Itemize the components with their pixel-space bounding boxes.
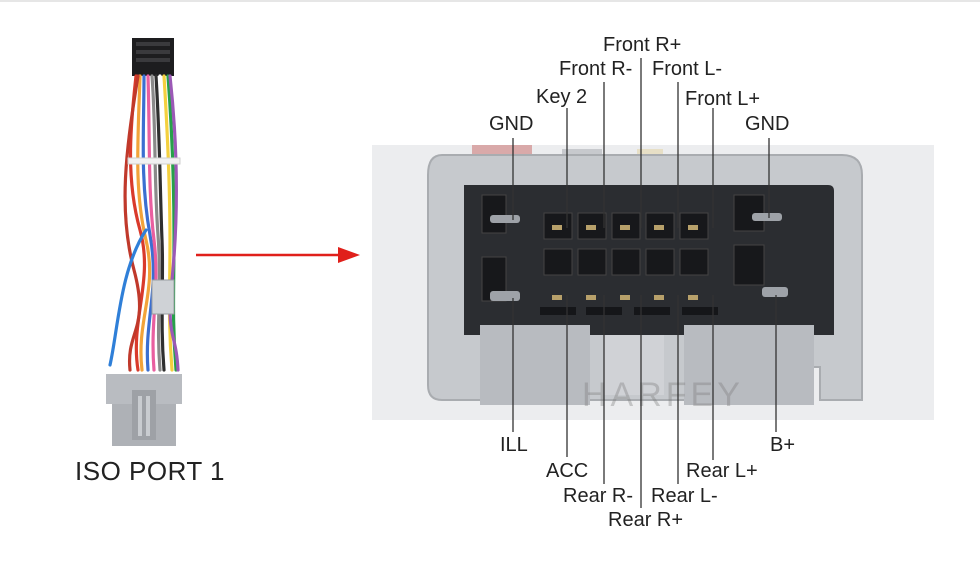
arrow-right-icon <box>196 247 360 263</box>
label-front-l-plus: Front L+ <box>685 88 761 110</box>
label-rear-r-minus: Rear R- <box>563 485 634 507</box>
label-front-r-plus: Front R+ <box>603 34 682 56</box>
label-ill: ILL <box>500 434 528 456</box>
connector-face-image <box>372 145 934 420</box>
label-front-l-minus: Front L- <box>652 58 723 80</box>
port-caption: ISO PORT 1 <box>75 456 225 486</box>
label-rear-l-minus: Rear L- <box>651 485 718 507</box>
label-rear-r-plus: Rear R+ <box>608 509 684 531</box>
label-b-plus: B+ <box>770 434 796 456</box>
label-gnd-right: GND <box>745 113 790 135</box>
label-gnd-left: GND <box>489 113 534 135</box>
label-key-2: Key 2 <box>536 86 588 108</box>
label-front-r-minus: Front R- <box>559 58 633 80</box>
wire-harness-image <box>106 38 182 446</box>
top-divider <box>0 0 980 2</box>
label-acc: ACC <box>546 460 589 482</box>
label-rear-l-plus: Rear L+ <box>686 460 758 482</box>
